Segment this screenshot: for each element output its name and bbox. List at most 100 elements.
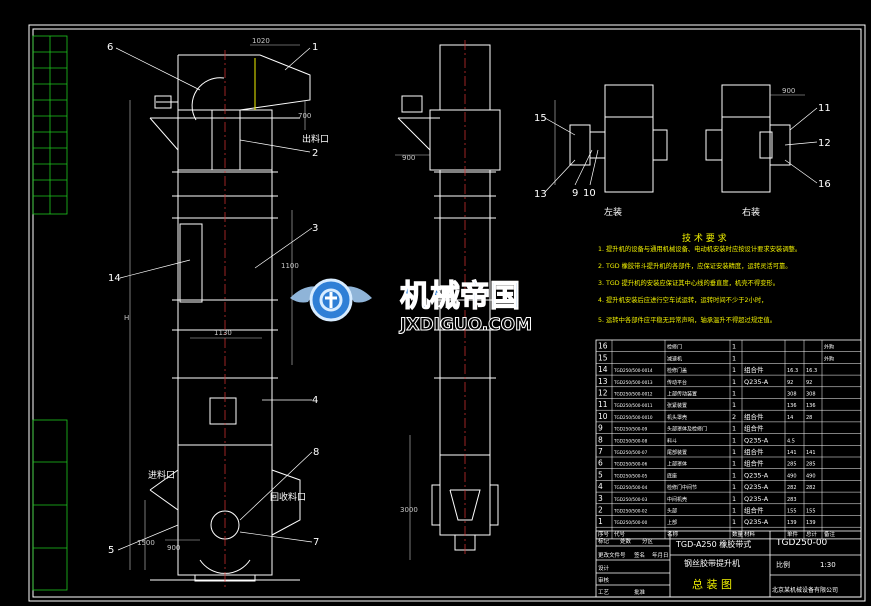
bom-cell-name: 上部罩体 — [667, 461, 687, 468]
bom-frame — [595, 339, 862, 540]
tb-role-0: 设计 — [598, 564, 610, 572]
bom-header-no: 序号 — [598, 530, 610, 538]
bom-cell-w2: 285 — [806, 462, 816, 468]
bom-cell-qty: 1 — [732, 436, 736, 444]
dim-900b: 900 — [782, 87, 795, 95]
bom-cell-name: 传动平台 — [667, 379, 687, 386]
bom-cell-code: TGD250/500-04 — [613, 485, 648, 490]
tb-role-3: 批准 — [634, 588, 646, 596]
bom-cell-name: 减速机 — [667, 355, 682, 362]
leader-lines — [115, 47, 818, 551]
dim-mid: 1130 — [214, 329, 232, 337]
callout-7: 7 — [313, 537, 319, 548]
tech-requirements: 技 术 要 求 1. 提升机的设备与通用机械设备、电动机安装时应按设计要求安装调… — [598, 232, 801, 324]
tb-product: 钢丝胶带提升机 — [684, 558, 740, 568]
tech-item-5: 5. 运转中各部件应平稳无异常声响，轴承温升不得超过规定值。 — [598, 315, 776, 324]
dimension-texts: 1020 1130 1100 700 1500 3000 H 900 900 9… — [124, 37, 795, 552]
bom-cell-no: 4 — [598, 482, 603, 491]
tb-row-label-3: 更改文件号 — [598, 551, 626, 559]
bom-cell-qty: 1 — [732, 366, 736, 374]
dim-small: 700 — [298, 112, 311, 120]
bom-cell-code: TGD250/500-05 — [613, 473, 648, 478]
tech-title: 技 术 要 求 — [682, 232, 727, 244]
dim-900c: 900 — [167, 544, 180, 552]
bom-cell-mat: Q235-A — [744, 378, 769, 386]
tb-drawing-name: 总 装 图 — [692, 577, 732, 591]
bom-cell-note: 外购 — [824, 344, 834, 351]
bom-header-w1: 单件 — [787, 530, 799, 538]
bom-cell-w2: 155 — [806, 509, 816, 515]
tb-role-1: 审核 — [598, 576, 610, 584]
bom-header-note: 备注 — [824, 530, 836, 538]
tech-item-1: 1. 提升机的设备与通用机械设备、电动机安装时应按设计要求安装调整。 — [598, 244, 801, 253]
side-view — [397, 40, 501, 555]
bom-cell-name: 张紧装置 — [667, 402, 687, 409]
bom-cell-w2: 28 — [806, 415, 812, 421]
bom-cell-qty: 1 — [732, 390, 736, 398]
bom-cell-qty: 1 — [732, 378, 736, 386]
bom-cell-code: TGD250/500-09 — [613, 427, 648, 432]
dim-900a: 900 — [402, 154, 415, 162]
bom-cell-w2: 282 — [806, 485, 816, 491]
bom-cell-w1: 141 — [787, 450, 797, 456]
callouts: 1 2 3 4 5 6 7 8 9 10 11 12 13 14 15 16 — [107, 42, 831, 556]
dim-top: 1020 — [252, 37, 270, 45]
bom-cell-qty: 1 — [732, 507, 736, 515]
watermark-url: JXDIGUO.COM — [399, 315, 532, 335]
bom-cell-w1: 92 — [787, 380, 793, 386]
bom-cell-qty: 1 — [732, 471, 736, 479]
bom-cell-name: 尾部装置 — [667, 449, 687, 456]
bom-cell-code: TGD250/500-03 — [613, 497, 648, 502]
bom-cell-name: 底座 — [667, 472, 677, 479]
dim-bottom: 1500 — [137, 539, 155, 547]
bom-header-name: 名称 — [667, 530, 679, 538]
bom-cell-w1: 14 — [787, 415, 793, 421]
tb-row-label-1: 处数 — [620, 537, 632, 545]
site-watermark: 机械帝国 JXDIGUO.COM — [290, 278, 533, 336]
dim-h: H — [124, 314, 129, 322]
bom-cell-name: 检修门中间节 — [667, 484, 697, 491]
bom-cell-name: 检修门盖 — [667, 367, 687, 374]
callout-10: 10 — [583, 188, 596, 199]
bom-cell-mat: 组合件 — [744, 412, 764, 421]
bom-cell-no: 14 — [598, 365, 608, 374]
bom-cell-no: 3 — [598, 494, 603, 503]
label-inlet: 进料口 — [148, 469, 175, 481]
tech-item-2: 2. TGD 橡胶带斗提升机的各部件，应保证安装精度，运转灵活可靠。 — [598, 261, 792, 270]
bom-cell-qty: 1 — [732, 343, 736, 351]
bom-cell-mat: 组合件 — [744, 459, 764, 468]
title-block — [595, 530, 862, 598]
bom-cell-w1: 283 — [787, 497, 797, 503]
bom-cell-code: TGD250/500-00 — [613, 520, 648, 525]
bom-cell-name: 上部传动装置 — [667, 391, 697, 398]
bom-cell-w2: 308 — [806, 392, 816, 398]
callout-15: 15 — [534, 113, 547, 124]
label-right-view: 右装 — [742, 206, 760, 218]
bom-cell-mat: Q235-A — [744, 483, 769, 491]
bom-cell-w1: 136 — [787, 403, 797, 409]
bom-cell-name: 头部罩体及检修门 — [667, 426, 707, 433]
callout-6: 6 — [107, 42, 113, 53]
callout-3: 3 — [312, 223, 318, 234]
bom-cell-code: TGD250/500-0013 — [613, 380, 653, 385]
right-drive-view — [705, 84, 805, 193]
label-left-view: 左装 — [604, 206, 622, 218]
bom-cell-code: TGD250/500-06 — [613, 462, 648, 467]
tb-company: 北京某机械设备有限公司 — [772, 586, 838, 594]
bom-cell-no: 15 — [598, 353, 608, 362]
bom-cell-qty: 2 — [732, 413, 736, 421]
tb-row-label-0: 标记 — [598, 537, 610, 545]
bom-cell-no: 1 — [598, 517, 603, 526]
front-dimension-lines — [129, 44, 306, 570]
callout-16: 16 — [818, 179, 831, 190]
bom-cell-mat: Q235-A — [744, 436, 769, 444]
bom-cell-w2: 490 — [806, 473, 816, 479]
bom-cell-code: TGD250/500-08 — [613, 438, 648, 443]
tb-drawing-no: TGD250-00 — [775, 538, 828, 548]
bom-header-qty: 数量 — [732, 530, 744, 538]
bom-cell-code: TGD250/500-0010 — [613, 415, 653, 420]
callout-12: 12 — [818, 138, 831, 149]
bom-cell-w1: 16.3 — [787, 368, 798, 374]
